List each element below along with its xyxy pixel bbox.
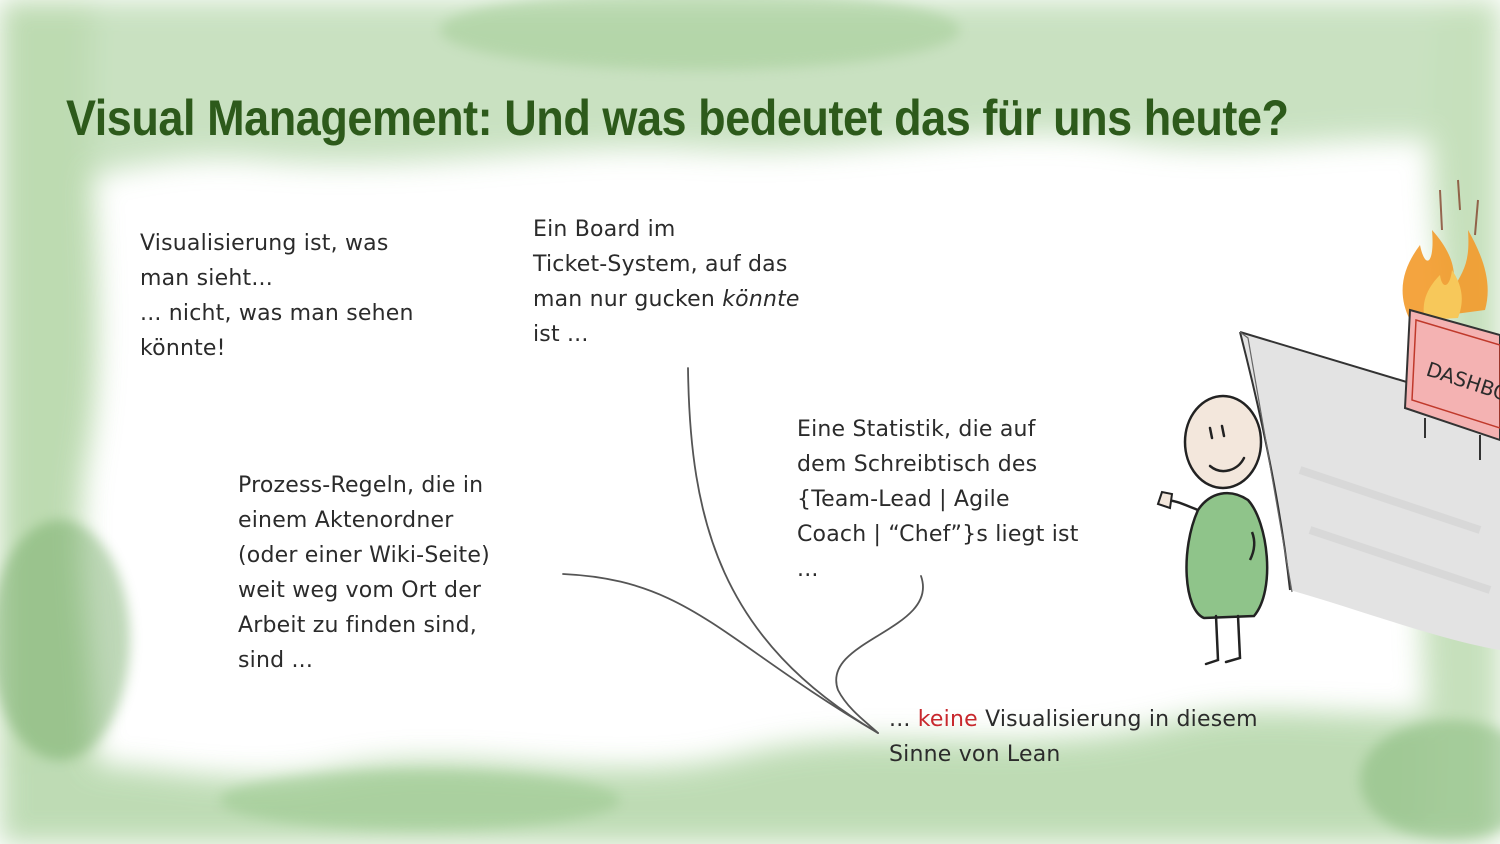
note-line: (oder einer Wiki-Seite) xyxy=(238,543,490,568)
note-line: ... nicht, was man sehen xyxy=(140,301,414,326)
note-line: weit weg vom Ort der xyxy=(238,578,482,603)
connector-prozess xyxy=(562,573,879,734)
connector-statistik xyxy=(835,575,924,734)
note-text: man nur gucken xyxy=(533,287,723,312)
note-text: ... xyxy=(889,707,918,732)
note-line: Prozess-Regeln, die in xyxy=(238,473,484,498)
illustration: DASHBOA xyxy=(1156,179,1500,666)
note-line: Eine Statistik, die auf xyxy=(797,417,1036,442)
note-visualisierung: Visualisierung ist, was man sieht... ...… xyxy=(140,226,414,366)
note-line: Ein Board im xyxy=(533,217,676,242)
note-line: ... keine Visualisierung in diesem xyxy=(889,702,1258,737)
note-line: Sinne von Lean xyxy=(889,742,1061,767)
burning-dashboard-icon: DASHBOA xyxy=(1402,179,1500,460)
note-text: Visualisierung in diesem xyxy=(977,707,1258,732)
note-line: {Team-Lead | Agile xyxy=(797,487,1010,512)
note-line: Coach | “Chef”}s liegt ist xyxy=(797,522,1079,547)
note-line: ... xyxy=(797,557,819,582)
stick-figure-icon xyxy=(1156,394,1269,666)
note-line: man nur gucken könnte xyxy=(533,282,800,317)
note-board: Ein Board im Ticket-System, auf das man … xyxy=(533,212,800,352)
note-line: ist ... xyxy=(533,322,589,347)
note-line: Arbeit zu finden sind, xyxy=(238,613,477,638)
highlight-keine: keine xyxy=(917,707,978,732)
note-prozess: Prozess-Regeln, die in einem Aktenordner… xyxy=(238,468,490,678)
note-line: dem Schreibtisch des xyxy=(797,452,1038,477)
note-fazit: ... keine Visualisierung in diesem Sinne… xyxy=(889,702,1258,772)
note-line: Ticket-System, auf das xyxy=(533,252,788,277)
note-line: könnte! xyxy=(140,336,226,361)
note-line: man sieht... xyxy=(140,266,273,291)
note-statistik: Eine Statistik, die auf dem Schreibtisch… xyxy=(797,412,1079,587)
note-line: Visualisierung ist, was xyxy=(140,231,389,256)
connector-board xyxy=(687,367,879,734)
note-line: einem Aktenordner xyxy=(238,508,454,533)
page-title: Visual Management: Und was bedeutet das … xyxy=(66,90,1289,146)
note-line: sind ... xyxy=(238,648,314,673)
emphasis-text: könnte xyxy=(722,287,800,312)
